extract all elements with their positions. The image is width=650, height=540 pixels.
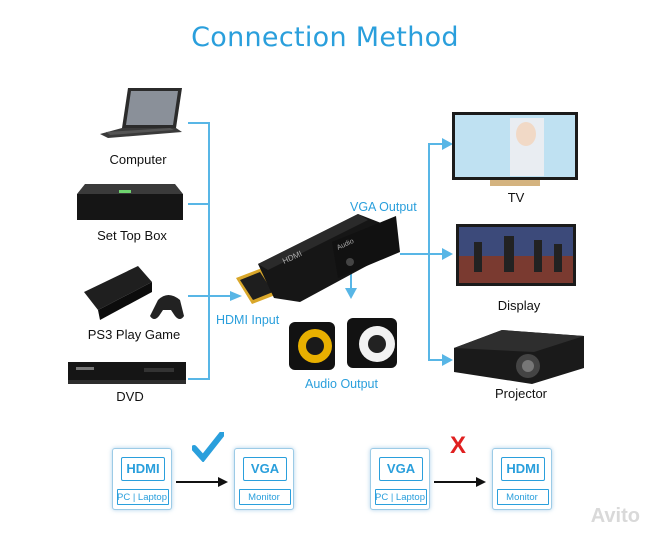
- page-title: Connection Method: [191, 22, 459, 53]
- hdmi-target-card: HDMI Monitor: [492, 448, 552, 510]
- pc-laptop-label: PC | Laptop: [116, 492, 167, 503]
- arrow-right-icon: [442, 354, 453, 366]
- connector-line: [188, 378, 210, 380]
- sub-box: [497, 489, 549, 505]
- audio-output-label: Audio Output: [305, 377, 378, 391]
- game-console-icon: [84, 266, 184, 320]
- projector-icon: [454, 330, 584, 384]
- output-label-projector: Projector: [494, 386, 548, 401]
- connector-line: [430, 143, 446, 145]
- output-label-display: Display: [497, 298, 541, 313]
- sub-box: [117, 489, 169, 505]
- connector-line: [188, 122, 210, 124]
- source-label-dvd: DVD: [116, 389, 144, 404]
- vga-target-card: VGA Monitor: [234, 448, 294, 510]
- sub-box: [239, 489, 291, 505]
- dvd-player-icon: [68, 362, 186, 384]
- connector-line: [188, 203, 210, 205]
- vga-badge: VGA: [379, 457, 423, 481]
- monitor-label: Monitor: [506, 492, 538, 503]
- pc-laptop-label: PC | Laptop: [374, 492, 425, 503]
- vga-badge: VGA: [243, 457, 287, 481]
- connector-line: [430, 253, 446, 255]
- arrow-down-icon: [345, 288, 357, 299]
- check-icon: [192, 432, 224, 462]
- arrow-right-icon: [434, 477, 486, 487]
- arrow-right-icon: [442, 248, 453, 260]
- connector-line: [350, 262, 352, 292]
- output-label-tv: TV: [507, 190, 525, 205]
- arrow-right-icon: [442, 138, 453, 150]
- arrow-right-icon: [230, 291, 242, 301]
- tv-icon: [452, 112, 578, 186]
- connector-trunk: [428, 143, 430, 361]
- monitor-label: Monitor: [248, 492, 280, 503]
- vga-source-card: VGA PC | Laptop: [370, 448, 430, 510]
- hdmi-badge: HDMI: [121, 457, 165, 481]
- vga-output-label: VGA Output: [350, 200, 417, 214]
- connector-line: [400, 253, 430, 255]
- set-top-box-icon: [77, 184, 183, 220]
- hdmi-badge: HDMI: [501, 457, 545, 481]
- connector-line: [210, 295, 236, 297]
- hdmi-vga-adapter: HDMI Audio: [236, 214, 400, 304]
- source-label-ps3: PS3 Play Game: [87, 327, 181, 342]
- laptop-icon: [100, 88, 182, 138]
- watermark: Avito: [590, 505, 640, 527]
- hdmi-input-label: HDMI Input: [216, 313, 280, 327]
- arrow-right-icon: [176, 477, 228, 487]
- speakers-icon: [289, 318, 397, 370]
- hdmi-source-card: HDMI PC | Laptop: [112, 448, 172, 510]
- source-label-set-top-box: Set Top Box: [97, 228, 167, 243]
- cross-icon: X: [450, 432, 467, 459]
- connector-trunk: [208, 122, 210, 380]
- display-icon: [456, 224, 576, 286]
- connector-line: [188, 295, 210, 297]
- connector-line: [430, 359, 446, 361]
- sub-box: [375, 489, 427, 505]
- source-label-computer: Computer: [109, 152, 167, 167]
